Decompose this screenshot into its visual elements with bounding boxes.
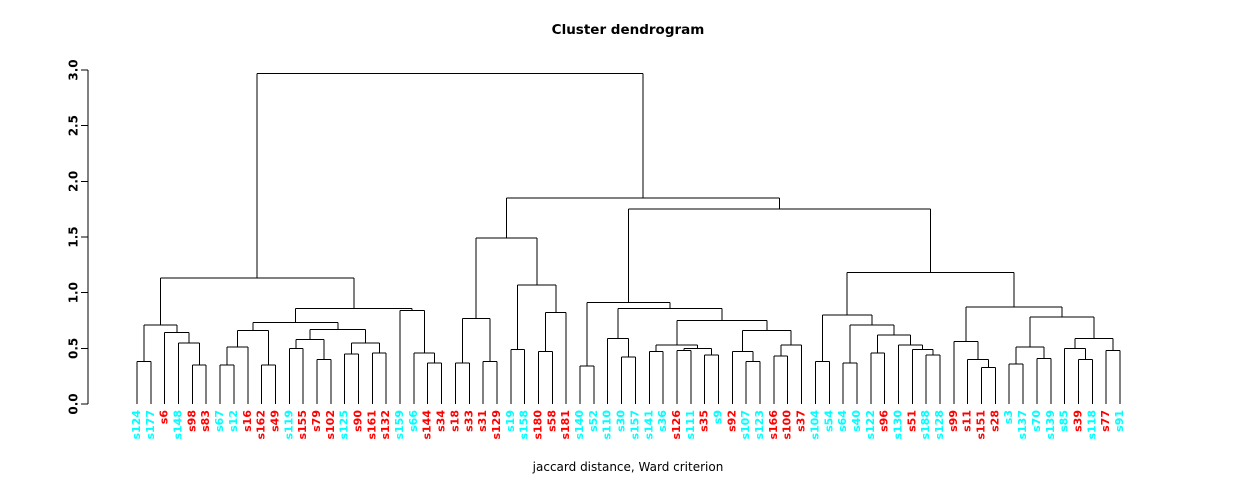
leaf-label: s130: [891, 410, 904, 440]
leaf-label: s30: [615, 410, 628, 432]
leaf-label: s19: [504, 410, 517, 432]
leaf-label: s11: [961, 410, 974, 432]
leaf-label: s125: [338, 410, 351, 440]
leaf-label: s139: [1044, 410, 1057, 440]
leaf-label: s188: [919, 410, 932, 440]
leaf-label: s83: [199, 410, 212, 432]
leaf-label: s124: [130, 410, 143, 440]
leaf-label: s33: [462, 410, 475, 432]
leaf-label: s9: [711, 410, 724, 424]
leaf-label: s85: [1058, 410, 1071, 432]
leaf-label: s180: [532, 410, 545, 440]
leaf-label: s177: [144, 410, 157, 440]
leaf-label: s36: [656, 410, 669, 432]
leaf-label: s91: [1113, 410, 1126, 432]
leaf-label: s107: [739, 410, 752, 440]
y-tick-label: 1.5: [67, 226, 81, 247]
leaf-label: s123: [753, 410, 766, 440]
leaf-label: s3: [1002, 410, 1015, 424]
leaf-label: s18: [448, 410, 461, 432]
leaf-label: s37: [795, 410, 808, 432]
leaf-label: s92: [725, 410, 738, 432]
leaf-label: s119: [282, 410, 295, 440]
leaf-label: s181: [559, 410, 572, 440]
leaf-label: s6: [158, 410, 171, 425]
leaf-label: s162: [255, 410, 268, 440]
leaf-label: s54: [822, 410, 835, 432]
leaf-label: s51: [905, 410, 918, 432]
leaf-label: s126: [670, 410, 683, 440]
y-tick-label: 0.5: [67, 338, 81, 359]
leaf-label: s161: [365, 410, 378, 440]
leaf-label: s166: [767, 410, 780, 440]
leaf-label: s77: [1099, 410, 1112, 432]
leaf-label: s66: [407, 410, 420, 432]
leaf-label: s98: [185, 410, 198, 432]
leaf-label: s140: [573, 410, 586, 440]
leaf-label: s159: [393, 410, 406, 440]
y-tick-label: 1.0: [67, 282, 81, 303]
leaf-label: s16: [241, 410, 254, 432]
leaf-label: s12: [227, 410, 240, 432]
leaf-label: s64: [836, 410, 849, 432]
leaf-label: s31: [476, 410, 489, 432]
chart-title: Cluster dendrogram: [551, 22, 705, 38]
leaf-label: s28: [988, 410, 1001, 432]
leaf-label: s99: [947, 410, 960, 432]
leaf-label: s35: [698, 410, 711, 432]
leaf-label: s90: [352, 410, 365, 432]
leaf-label: s110: [601, 410, 614, 440]
y-tick-label: 0.0: [67, 393, 81, 414]
leaf-label: s39: [1071, 410, 1084, 432]
leaf-label: s58: [545, 410, 558, 432]
leaf-label: s96: [878, 410, 891, 432]
leaf-label: s70: [1030, 410, 1043, 432]
y-tick-label: 3.0: [67, 59, 81, 80]
leaf-label: s158: [518, 410, 531, 440]
leaf-label: s40: [850, 410, 863, 432]
leaf-label: s79: [310, 410, 323, 432]
leaf-label: s137: [1016, 410, 1029, 440]
leaf-label: s100: [781, 410, 794, 440]
leaf-label: s122: [864, 410, 877, 440]
y-tick-label: 2.5: [67, 115, 81, 136]
leaf-label: s141: [642, 410, 655, 440]
leaf-label: s128: [933, 410, 946, 440]
leaf-label: s102: [324, 410, 337, 440]
leaf-label: s104: [808, 410, 821, 440]
leaf-label: s118: [1085, 410, 1098, 440]
leaf-label: s151: [975, 410, 988, 440]
leaf-label: s132: [379, 410, 392, 440]
leaf-label: s67: [213, 410, 226, 432]
x-axis-label: jaccard distance, Ward criterion: [532, 460, 724, 474]
y-tick-label: 2.0: [67, 171, 81, 192]
leaf-label: s111: [684, 410, 697, 440]
leaf-label: s129: [490, 410, 503, 440]
leaf-label: s144: [421, 410, 434, 440]
leaf-label: s155: [296, 410, 309, 440]
leaf-label: s34: [435, 410, 448, 432]
leaf-label: s52: [587, 410, 600, 432]
leaf-label: s148: [172, 410, 185, 440]
leaf-label: s49: [268, 410, 281, 432]
leaf-label: s157: [628, 410, 641, 440]
